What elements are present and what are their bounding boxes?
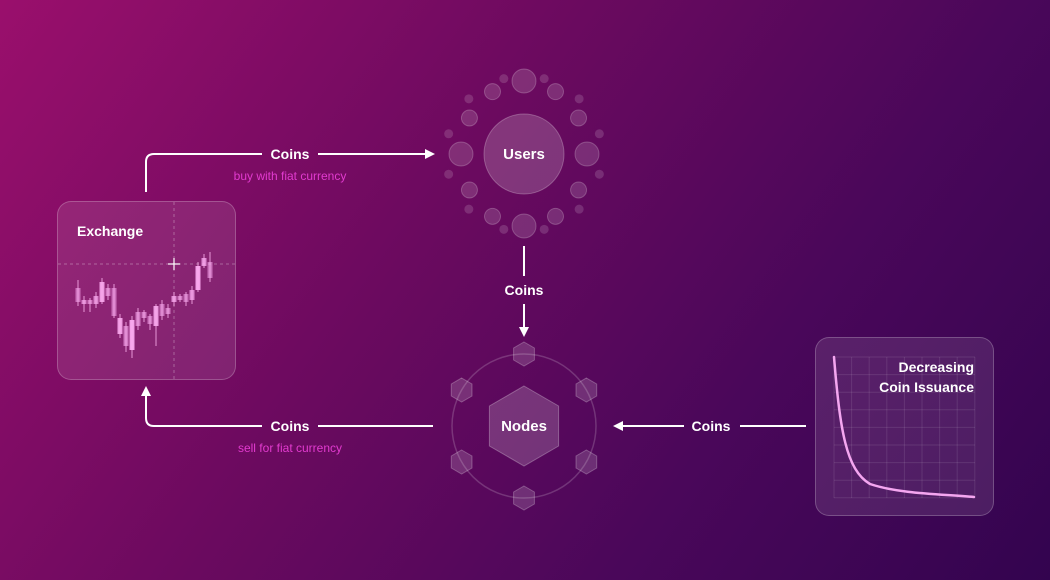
user-dot-small <box>594 129 604 139</box>
peer-node <box>575 449 598 475</box>
candle-body <box>123 326 129 346</box>
flow-label-issuance-to-nodes: Coins <box>692 418 731 434</box>
candle-body <box>99 282 105 302</box>
peer-node <box>450 449 473 475</box>
user-dot <box>547 207 564 225</box>
issuance-card: Decreasing Coin Issuance <box>815 337 994 516</box>
candle-body <box>93 296 99 304</box>
candle-body <box>201 258 207 266</box>
peer-node <box>450 377 473 403</box>
peer-node <box>513 485 535 511</box>
users-node <box>483 113 565 195</box>
candle-body <box>87 300 93 304</box>
user-dot-small <box>499 74 509 84</box>
user-dot-small <box>539 74 549 84</box>
user-dot-small <box>444 169 454 179</box>
user-dot-small <box>594 169 604 179</box>
arrow-nodes-to-exchange <box>141 386 262 427</box>
user-dot-small <box>464 94 474 104</box>
flow-label-nodes-to-exchange: Coins <box>271 418 310 434</box>
nodes-label: Nodes <box>501 418 547 435</box>
candle-body <box>141 312 147 318</box>
user-dot <box>547 83 564 101</box>
exchange-title: Exchange <box>77 223 144 239</box>
candle-body <box>75 288 81 302</box>
flow-note-sell: sell for fiat currency <box>238 441 342 455</box>
user-dot <box>570 109 588 127</box>
candle-body <box>111 288 117 316</box>
user-dot <box>460 109 478 127</box>
flow-label-users-to-nodes: Coins <box>505 282 544 298</box>
candle-body <box>165 308 171 314</box>
issuance-chart <box>832 355 976 499</box>
crosshair-icon <box>168 258 180 270</box>
candle-body <box>159 304 165 316</box>
exchange-card: Exchange <box>57 201 236 380</box>
candle-body <box>171 296 177 302</box>
candle-body <box>135 312 141 326</box>
issuance-curve <box>832 355 976 499</box>
user-dot-small <box>539 224 549 234</box>
exchange-candlestick-chart <box>58 202 235 379</box>
user-dot <box>574 141 600 167</box>
user-dot-small <box>444 129 454 139</box>
users-cluster <box>444 68 604 239</box>
users-label: Users <box>503 146 545 163</box>
user-dot-small <box>464 204 474 214</box>
issuance-title-line2: Coin Issuance <box>879 379 974 395</box>
user-dot-small <box>574 94 584 104</box>
peer-node <box>575 377 598 403</box>
candle-body <box>117 318 123 334</box>
candle-body <box>147 316 153 324</box>
arrow-exchange-to-users <box>145 153 262 192</box>
candle-body <box>81 300 87 304</box>
nodes-node <box>488 385 560 467</box>
user-dot <box>460 181 478 199</box>
nodes-network <box>450 341 598 511</box>
flow-note-buy: buy with fiat currency <box>234 169 347 183</box>
candle-body <box>105 288 111 296</box>
candle-body <box>183 294 189 302</box>
user-dot-small <box>574 204 584 214</box>
candle-body <box>195 266 201 290</box>
user-dot-small <box>499 224 509 234</box>
user-dot <box>511 213 537 239</box>
user-dot <box>484 207 501 225</box>
candle-body <box>189 290 195 300</box>
candle-body <box>129 320 135 350</box>
user-dot <box>511 68 537 94</box>
candle-body <box>153 306 159 326</box>
issuance-title-line1: Decreasing <box>898 359 974 375</box>
candle-body <box>207 262 213 278</box>
user-dot <box>484 83 501 101</box>
user-dot <box>448 141 474 167</box>
peer-node <box>513 341 535 367</box>
user-dot <box>570 181 588 199</box>
candle-body <box>177 296 183 300</box>
flow-label-exchange-to-users: Coins <box>271 146 310 162</box>
